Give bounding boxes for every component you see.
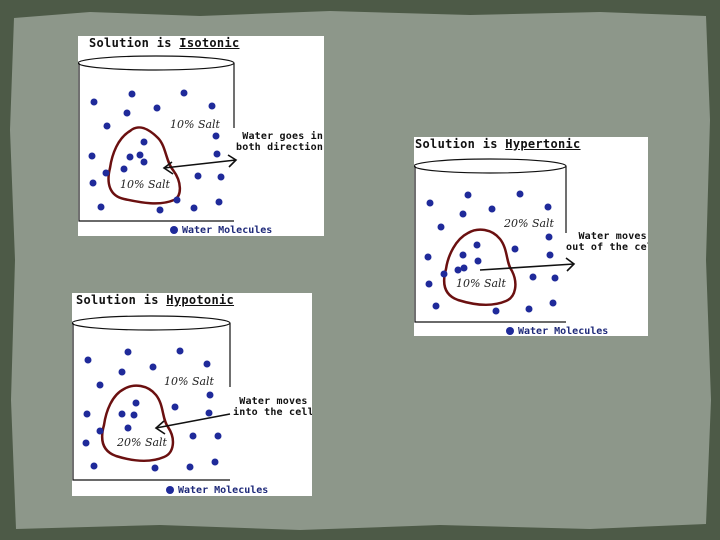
hypotonic-inside-concentration: 20% Salt [117,436,167,449]
hypertonic-outside-concentration: 20% Salt [504,217,554,230]
isotonic-title: Solution is Isotonic [89,36,240,50]
hypotonic-panel: Solution is Hypotonic 10% Salt 20% Salt … [72,293,312,496]
water-molecule-icon [506,327,514,335]
hypertonic-inside-concentration: 10% Salt [456,277,506,290]
hypertonic-legend: Water Molecules [506,326,608,336]
hypotonic-outside-concentration: 10% Salt [164,375,214,388]
hypotonic-legend: Water Molecules [166,485,268,496]
water-molecule-icon [170,226,178,234]
hypotonic-title: Solution is Hypotonic [76,293,234,307]
hypertonic-title: Solution is Hypertonic [415,137,581,151]
water-molecule-icon [166,486,174,494]
isotonic-inside-concentration: 10% Salt [120,178,170,191]
isotonic-outside-concentration: 10% Salt [170,118,220,131]
isotonic-panel: Solution is Isotonic 10% Salt 10% Salt W… [78,36,324,236]
hypotonic-beaker-drawing [72,293,312,496]
isotonic-legend: Water Molecules [170,225,272,236]
hypertonic-panel: Solution is Hypertonic 20% Salt 10% Salt… [414,137,648,336]
